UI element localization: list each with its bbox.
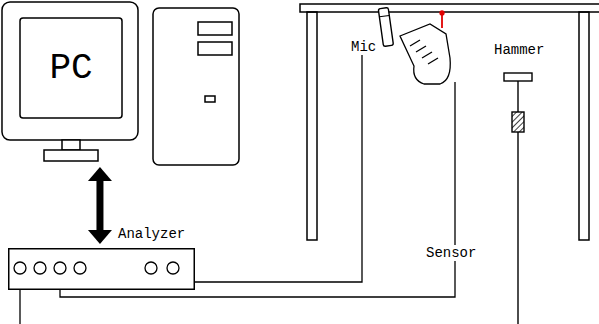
part-label: Sensor bbox=[424, 245, 478, 261]
device-label: Analyzer bbox=[118, 226, 185, 242]
pc-tower bbox=[153, 8, 239, 165]
arrow-head bbox=[88, 167, 112, 181]
analyzer-outline bbox=[8, 248, 195, 290]
pc-monitor: PC bbox=[0, 0, 140, 163]
data-link-arrow bbox=[88, 167, 112, 244]
sensor-device bbox=[400, 11, 450, 84]
screen-label: PC bbox=[20, 18, 122, 118]
arrow-shaft bbox=[96, 180, 103, 231]
arrow-head bbox=[88, 230, 112, 244]
test-table bbox=[300, 4, 599, 240]
part-label: Mic bbox=[349, 39, 378, 55]
part-label: Hammer bbox=[492, 42, 546, 58]
microphone bbox=[378, 7, 393, 46]
impact-hammer bbox=[504, 73, 532, 324]
analyzer-box: Analyzer bbox=[8, 248, 195, 290]
